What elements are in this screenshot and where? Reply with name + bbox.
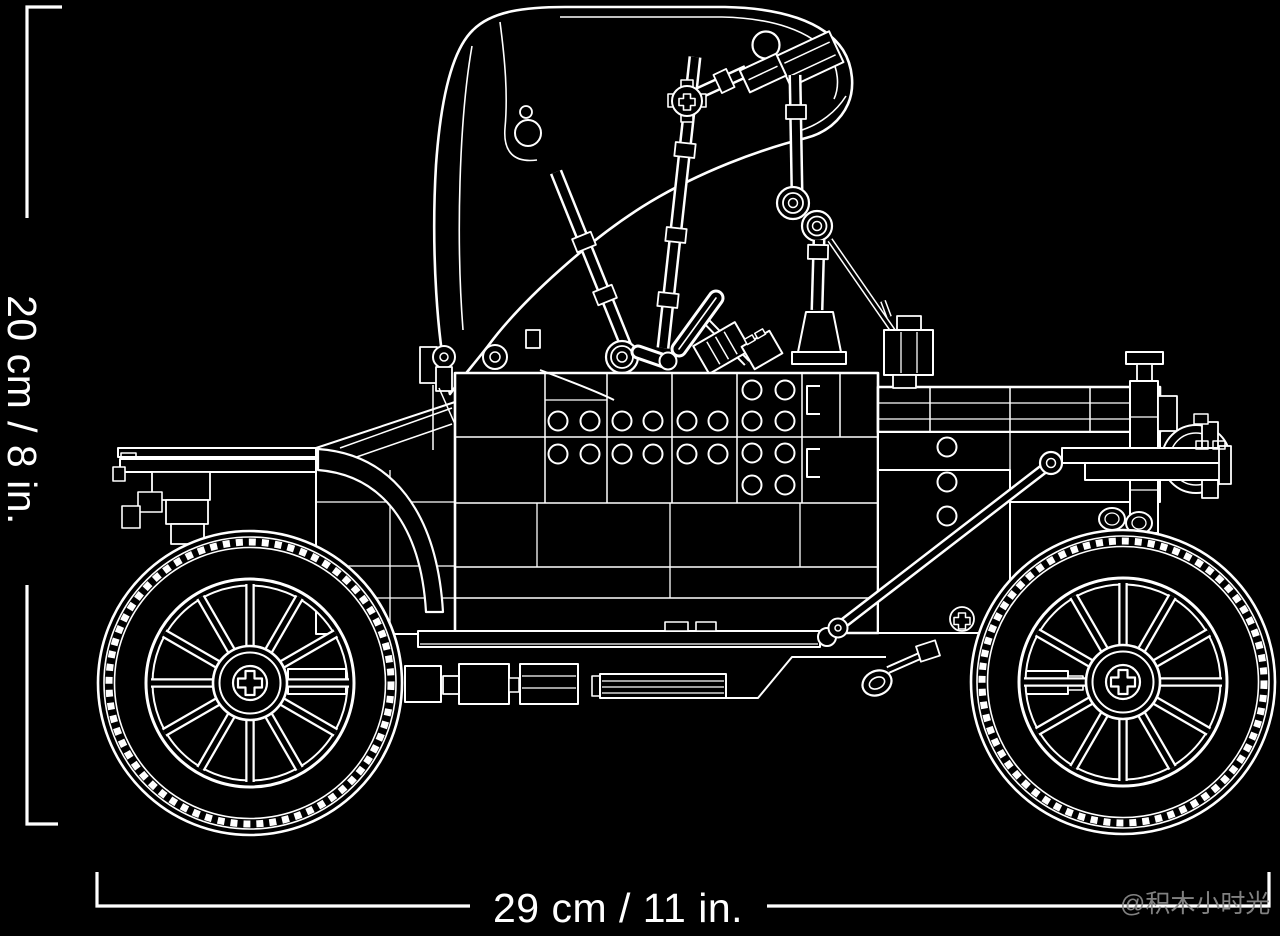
front-bar bbox=[1061, 440, 1232, 485]
exhaust-pipe bbox=[599, 673, 727, 699]
hinge-plate bbox=[775, 30, 845, 88]
steering-wheel bbox=[678, 297, 717, 350]
body-panels bbox=[453, 369, 880, 635]
watermark-text: @积木小时光 bbox=[1120, 890, 1270, 918]
pedal-box bbox=[692, 321, 752, 375]
chassis bbox=[404, 450, 1064, 705]
rear-deck bbox=[112, 447, 319, 545]
fender-arc bbox=[316, 447, 445, 614]
roof-frame-struts bbox=[549, 30, 901, 365]
width-dimension-bracket bbox=[95, 872, 1271, 908]
muffler bbox=[519, 663, 579, 705]
steering-assembly bbox=[432, 289, 784, 392]
hood-section bbox=[876, 299, 1232, 634]
rear-wheel bbox=[971, 530, 1275, 834]
leaf-spring bbox=[827, 450, 1064, 639]
car-blueprint-drawing bbox=[98, 5, 1275, 835]
crank-handle bbox=[861, 639, 941, 697]
width-dimension-label: 29 cm / 11 in. bbox=[493, 885, 743, 931]
canopy bbox=[419, 5, 854, 396]
height-dimension-label: 20 cm / 8 in. bbox=[0, 295, 45, 525]
cross-connector bbox=[667, 79, 707, 123]
front-wheel bbox=[98, 531, 402, 835]
stud-holes bbox=[547, 379, 796, 496]
height-dimension-bracket bbox=[25, 5, 62, 826]
cowl-lamp bbox=[880, 299, 934, 389]
